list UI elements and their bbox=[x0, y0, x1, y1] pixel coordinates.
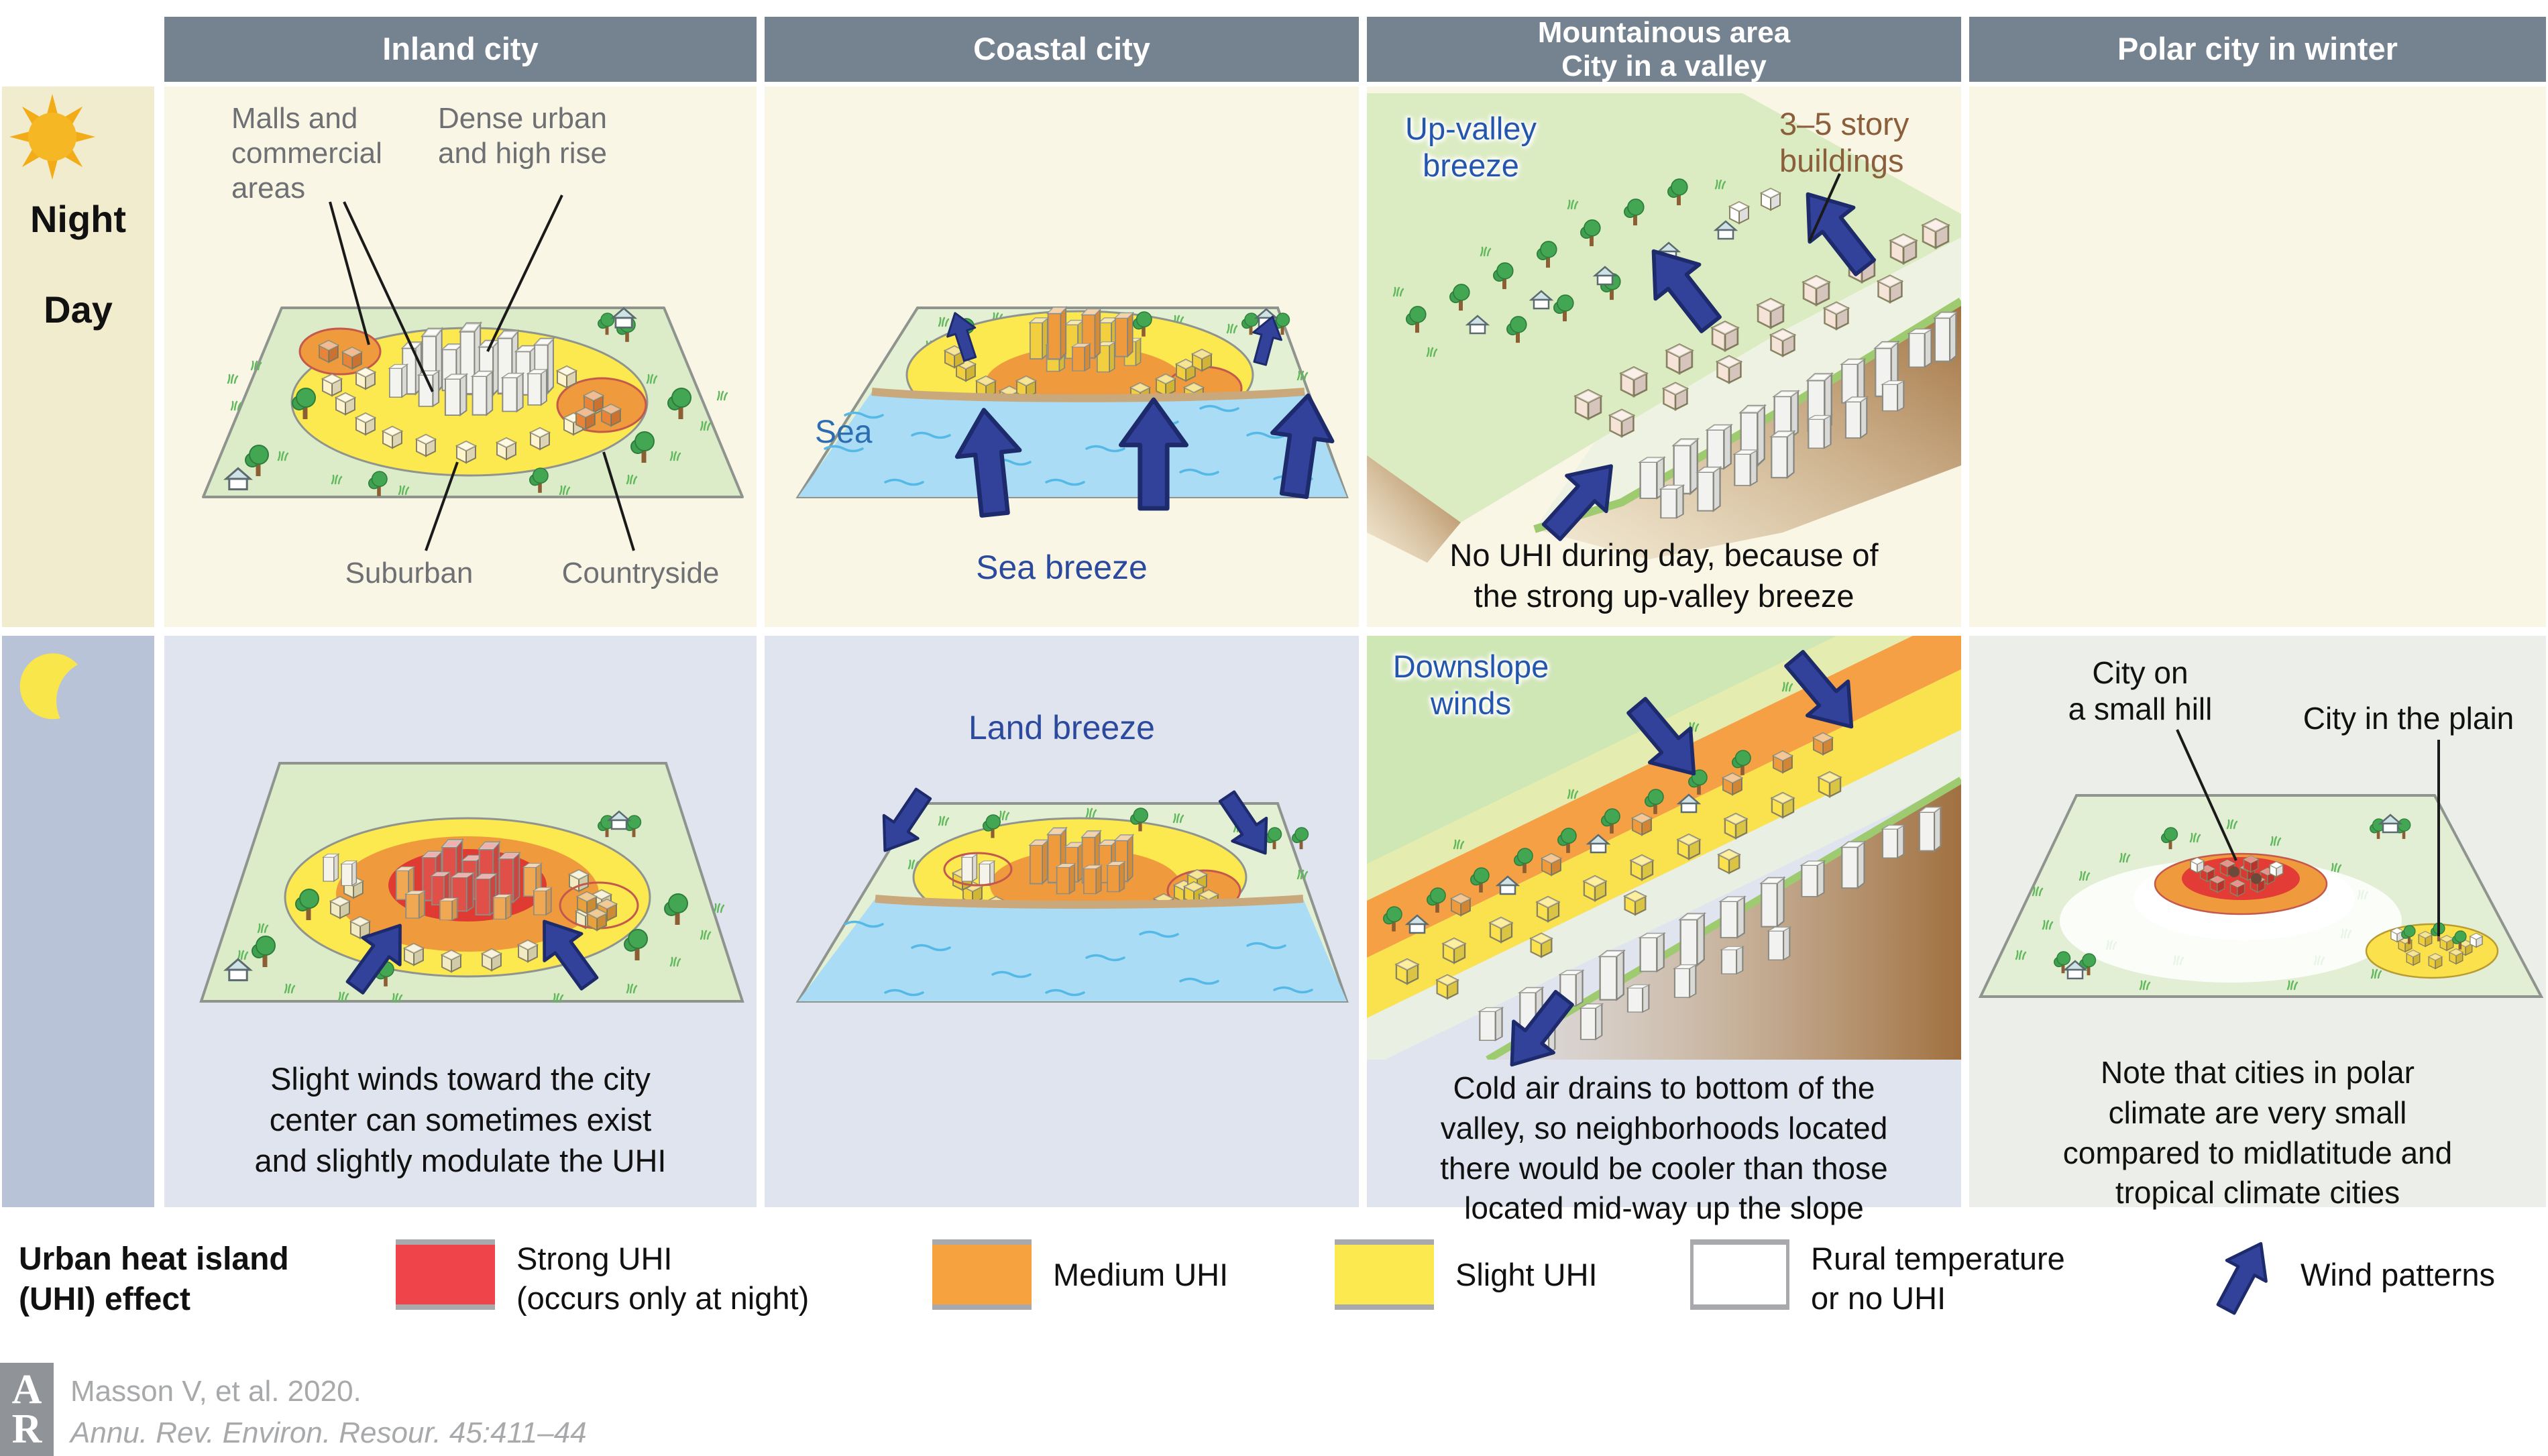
column-header-coastal-city: Coastal city bbox=[765, 17, 1359, 82]
dark-tree bbox=[2229, 866, 2239, 877]
polar-night-caption: Note that cities in polar climate are ve… bbox=[2062, 1055, 2453, 1211]
logo-letter-r: R bbox=[11, 1406, 42, 1452]
label-suburban: Suburban bbox=[345, 557, 474, 590]
coastal-day-illustration bbox=[795, 306, 1349, 627]
sea-surface bbox=[798, 899, 1347, 1001]
cell-inland-day: Malls and commercial areas Dense urban a… bbox=[164, 87, 757, 627]
attribution-journal: Annu. Rev. Environ. Resour. 45:411–44 bbox=[70, 1416, 587, 1449]
label-sea-breeze: Sea breeze bbox=[976, 549, 1148, 586]
day-label: Day bbox=[44, 288, 113, 331]
cell-coastal-night: Land breeze bbox=[765, 636, 1359, 1207]
sea-surface bbox=[798, 392, 1347, 497]
mall-ring bbox=[943, 852, 1013, 887]
inland-day-illustration bbox=[202, 194, 744, 551]
column-header-inland-city: Inland city bbox=[164, 17, 757, 82]
legend-label-strong-uhi: Strong UHI (occurs only at night) bbox=[516, 1241, 810, 1316]
cell-inland-night: Slight winds toward the city center can … bbox=[164, 636, 757, 1207]
coastal-night-illustration bbox=[795, 636, 1349, 1003]
legend-swatch-medium-uhi bbox=[932, 1239, 1032, 1310]
inland-night-caption: Slight winds toward the city center can … bbox=[254, 1061, 667, 1179]
legend-title: Urban heat island (UHI) effect bbox=[19, 1241, 289, 1317]
legend-label-wind-patterns: Wind patterns bbox=[2301, 1257, 2495, 1292]
legend-swatch-rural bbox=[1690, 1239, 1789, 1310]
legend-swatch-slight-uhi bbox=[1335, 1239, 1434, 1310]
mountain-night-illustration bbox=[1367, 636, 1961, 1207]
legend-swatch-strong-uhi bbox=[396, 1239, 495, 1310]
yellow-band bbox=[1367, 669, 1961, 1018]
shoreline bbox=[871, 388, 1305, 402]
wind-patterns-arrow-icon bbox=[2200, 1233, 2287, 1320]
label-city-in-plain: City in the plain bbox=[2303, 701, 2514, 736]
annual-reviews-logo: A R bbox=[0, 1363, 54, 1456]
column-header-polar-city: Polar city in winter bbox=[1969, 17, 2546, 82]
cell-polar-day bbox=[1969, 87, 2546, 627]
mountain-day-illustration bbox=[1367, 93, 1961, 563]
valley-floor-band bbox=[1367, 730, 1961, 1060]
label-city-on-small-hill: City on a small hill bbox=[2068, 655, 2213, 727]
shoreline bbox=[875, 895, 1304, 909]
mountain-day-caption: No UHI during day, because of the strong… bbox=[1449, 537, 1879, 614]
moon-icon bbox=[11, 645, 79, 723]
callout-line bbox=[1808, 173, 1841, 241]
label-3-5-story-buildings: 3–5 story buildings bbox=[1779, 106, 1909, 179]
cell-mountain-day: Up-valley breeze 3–5 story buildings No … bbox=[1367, 87, 1961, 627]
legend-label-rural: Rural temperature or no UHI bbox=[1811, 1241, 2065, 1316]
callout-lines bbox=[2176, 729, 2440, 936]
cell-mountain-night: Downslope winds Cold air drains to botto… bbox=[1367, 636, 1961, 1225]
row-label-day: Day bbox=[2, 87, 154, 627]
left-slope-brown bbox=[1367, 455, 1461, 563]
mountain-night-caption: Cold air drains to bottom of the valley,… bbox=[1440, 1070, 1888, 1226]
label-up-valley-breeze: Up-valley breeze bbox=[1405, 111, 1537, 184]
cell-coastal-day: Sea Sea breeze bbox=[765, 87, 1359, 627]
row-label-night: Night bbox=[2, 198, 154, 1207]
label-land-breeze: Land breeze bbox=[968, 709, 1155, 746]
polar-night-illustration bbox=[1978, 729, 2544, 998]
night-label: Night bbox=[30, 198, 127, 240]
legend-label-medium-uhi: Medium UHI bbox=[1053, 1257, 1229, 1292]
logo-letter-a: A bbox=[11, 1366, 42, 1412]
dark-tree bbox=[2251, 873, 2262, 884]
valley-floor bbox=[1535, 237, 1961, 529]
mall-uhi-left bbox=[298, 327, 382, 376]
label-malls-commercial: Malls and commercial areas bbox=[231, 102, 382, 205]
callout-lines bbox=[329, 194, 635, 551]
legend-label-slight-uhi: Slight UHI bbox=[1455, 1257, 1598, 1292]
inland-night-illustration bbox=[199, 762, 744, 1003]
sun-icon bbox=[9, 94, 95, 180]
label-countryside: Countryside bbox=[561, 557, 720, 590]
label-dense-urban: Dense urban and high rise bbox=[438, 102, 607, 170]
attribution-citation: Masson V, et al. 2020. bbox=[70, 1375, 362, 1408]
cell-polar-night: City on a small hill City in the plain N… bbox=[1969, 636, 2546, 1210]
label-sea: Sea bbox=[815, 414, 873, 450]
column-header-mountainous-area: Mountainous area City in a valley bbox=[1367, 16, 1961, 82]
label-downslope-winds: Downslope winds bbox=[1392, 649, 1549, 722]
